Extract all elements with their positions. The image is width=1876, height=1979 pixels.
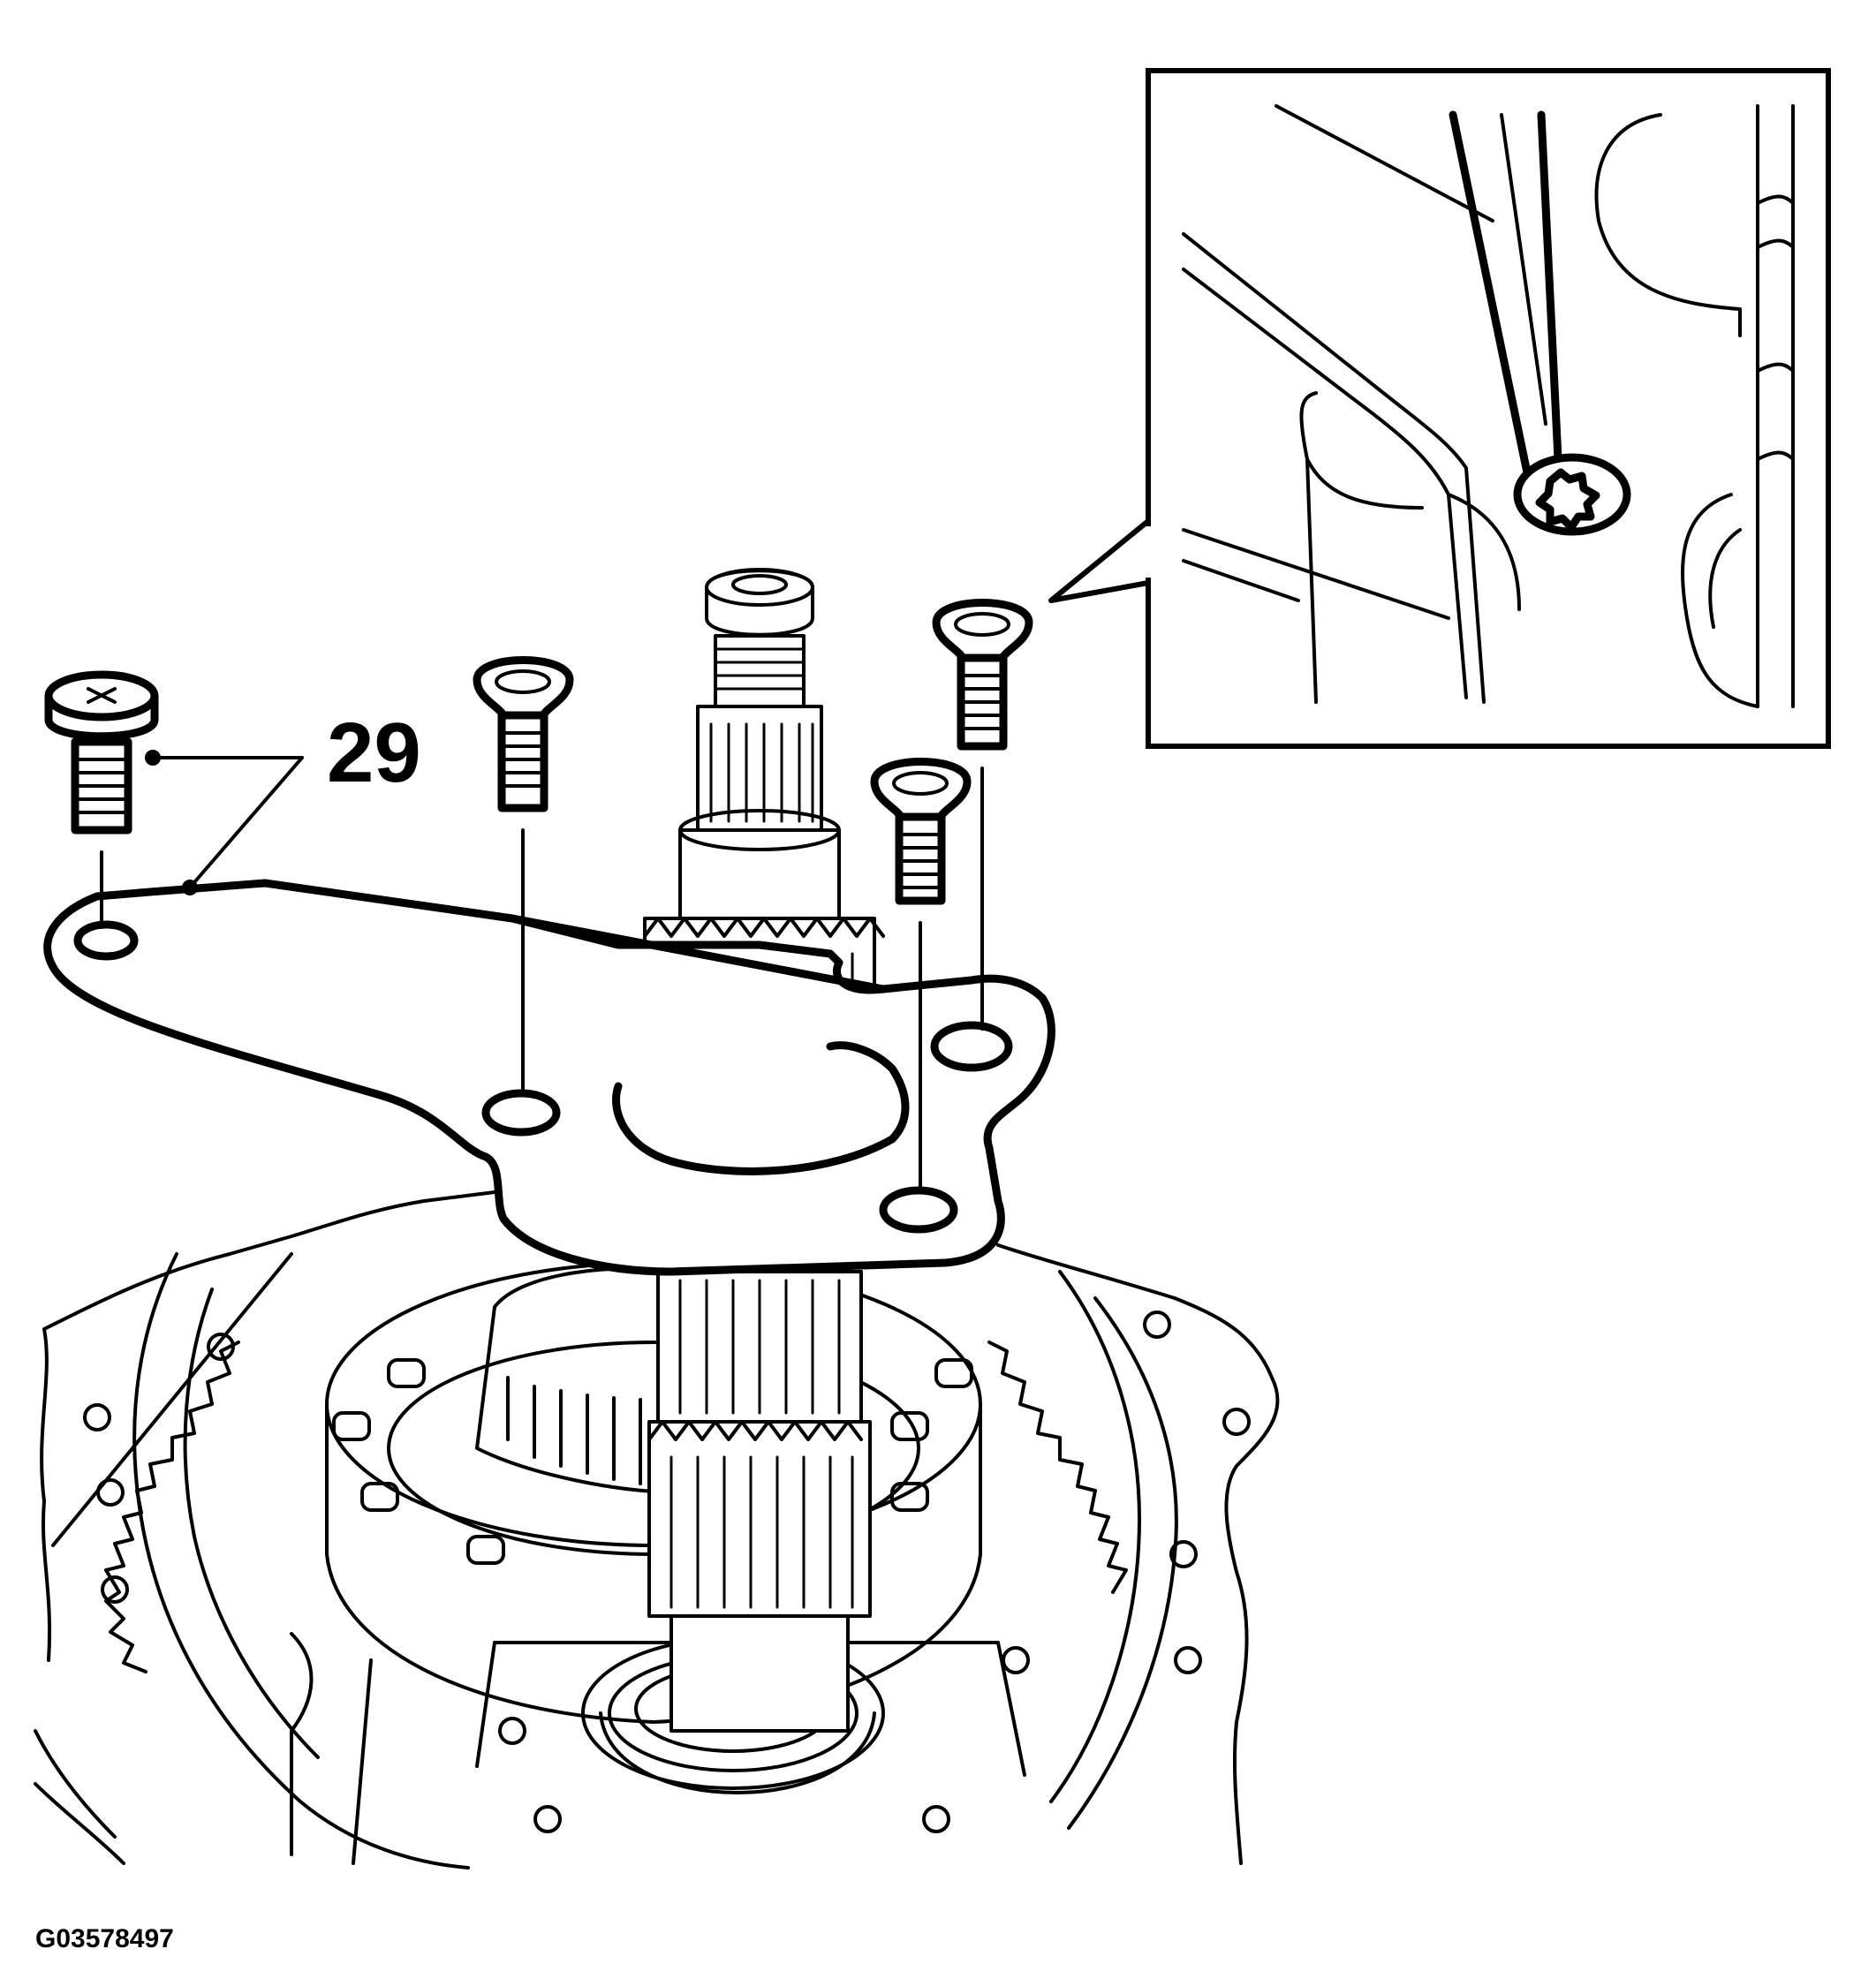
callout-29: 29 [145,706,421,895]
retaining-plate [43,879,1055,1276]
housing-holes [83,1311,1251,1833]
plate-hole-1 [73,920,139,961]
bolt-countersunk-2 [870,758,972,1194]
figure-code: G03578497 [35,1924,174,1953]
plate-hole-4 [879,1186,958,1234]
callout-label: 29 [327,706,421,800]
bolt-hex-head [44,670,159,929]
plate-hole-2 [481,1089,561,1137]
bolt-countersunk-1 [473,656,574,1097]
torx-bit-icon [1449,110,1631,536]
plate-hole-3 [930,1021,1013,1072]
bolt-countersunk-3 [932,599,1033,1031]
detail-inset [1048,68,1831,749]
inset-pointer [1048,518,1151,603]
